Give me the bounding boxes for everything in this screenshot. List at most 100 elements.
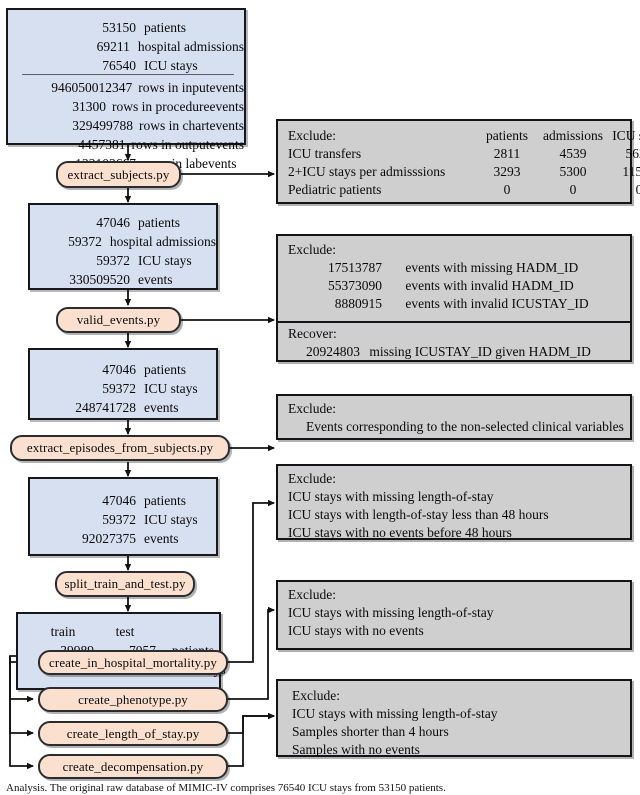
script-create-decompensation[interactable]: create_decompensation.py — [38, 754, 228, 779]
note-title: Exclude: — [288, 587, 336, 602]
stat-value: 92027375 — [82, 531, 136, 546]
note-body: Exclude: ICU stays with missing length-o… — [288, 470, 549, 542]
stat-label: ICU stays — [138, 253, 192, 268]
script-label: create_length_of_stay.py — [66, 725, 200, 741]
note-row: 17513787 events with missing HADM_ID — [288, 259, 589, 277]
stat-label: rows in chartevents — [139, 118, 244, 133]
stat-row: 59372 hospital admissions — [30, 232, 216, 251]
script-label: extract_episodes_from_subjects.py — [26, 440, 214, 455]
column-header-admissions: admissions — [542, 128, 603, 143]
row-label: events with invalid HADM_ID — [405, 278, 574, 293]
script-extract-episodes[interactable]: extract_episodes_from_subjects.py — [10, 435, 230, 461]
script-label: valid_events.py — [76, 312, 161, 327]
stat-label: ICU stays — [144, 512, 198, 527]
table-header-row: train test — [32, 622, 264, 641]
note-title: Exclude: — [288, 128, 336, 143]
stat-value: 59372 — [102, 512, 136, 527]
stat-label: patients — [144, 20, 186, 35]
stat-label: hospital admissions — [109, 234, 216, 249]
script-label: create_decompensation.py — [62, 758, 204, 774]
note-recover-section: Recover: 20924803 missing ICUSTAY_ID giv… — [288, 325, 591, 361]
stat-label: ICU stays — [144, 58, 198, 73]
stat-value: 47046 — [96, 215, 130, 230]
note-row: ICU stays with missing length-of-stay — [288, 489, 494, 504]
stat-row: 59372 ICU stays — [30, 510, 216, 529]
stat-value: 330509520 — [69, 272, 130, 287]
stat-value: 4457381 — [78, 137, 126, 152]
cell-admissions: 4539 — [559, 146, 587, 161]
note-header-row: Exclude: patients admissions ICU stays — [288, 127, 640, 145]
note-title: Exclude: — [288, 471, 336, 486]
row-label: events with missing HADM_ID — [405, 260, 579, 275]
cell-icu-stays: 5627 — [625, 146, 640, 161]
stat-value: 31300 — [72, 99, 107, 114]
stat-row: 69211 hospital admissions — [8, 37, 244, 56]
script-label: create_in_hospital_mortality.py — [49, 654, 217, 670]
stat-label: ICU stays — [144, 381, 198, 396]
note-row: 8880915 events with invalid ICUSTAY_ID — [288, 295, 589, 313]
stat-row: 59372 ICU stays — [30, 379, 216, 398]
stat-value: 69211 — [96, 39, 130, 54]
stage2-stats: 47046 patients 59372 ICU stays 248741728… — [30, 360, 216, 417]
stat-value: 59372 — [96, 253, 130, 268]
raw-top-stats: 53150 patients 69211 hospital admissions… — [8, 18, 244, 75]
note-row: Samples shorter than 4 hours — [292, 724, 449, 739]
script-label: split_train_and_test.py — [64, 576, 186, 591]
note-row: Pediatric patients 0 0 0 — [288, 181, 640, 199]
script-extract-subjects[interactable]: extract_subjects.py — [56, 161, 181, 188]
cell-patients: 3293 — [493, 164, 521, 179]
note-row: ICU stays with no events — [288, 623, 424, 638]
row-value: 8880915 — [334, 296, 382, 311]
stat-label: events — [144, 400, 179, 415]
script-create-in-hospital-mortality[interactable]: create_in_hospital_mortality.py — [38, 650, 228, 675]
cell-patients: 2811 — [493, 146, 521, 161]
stat-row: 47046 patients — [30, 360, 216, 379]
note-exclude-section: Exclude: 17513787 events with missing HA… — [288, 241, 589, 313]
column-header-patients: patients — [486, 128, 528, 143]
row-label: Pediatric patients — [288, 182, 382, 197]
note-divider — [278, 321, 630, 323]
note-row: ICU stays with missing length-of-stay — [288, 605, 494, 620]
cell-icu-stays: 11541 — [622, 164, 640, 179]
note-row: 2+ICU stays per admisssions 3293 5300 11… — [288, 163, 640, 181]
stat-row: 92027375 events — [30, 529, 216, 548]
row-label: missing ICUSTAY_ID given HADM_ID — [369, 344, 591, 359]
stat-row: 4457381 rows in outputevents — [8, 135, 244, 154]
script-create-phenotype[interactable]: create_phenotype.py — [38, 687, 228, 712]
raw-database-stats-box: 53150 patients 69211 hospital admissions… — [6, 8, 246, 171]
row-value: 20924803 — [306, 344, 360, 359]
note-title: Recover: — [288, 326, 337, 341]
stat-row: 53150 patients — [8, 18, 244, 37]
column-header-icu-stays: ICU stays — [612, 128, 640, 143]
stat-value: 47046 — [102, 362, 136, 377]
note-row: Samples with no events — [292, 742, 420, 757]
note-row: 55373090 events with invalid HADM_ID — [288, 277, 589, 295]
stat-row: 330509520 events — [30, 270, 216, 289]
note-row: 20924803 missing ICUSTAY_ID given HADM_I… — [288, 343, 591, 361]
row-value: 55373090 — [328, 278, 382, 293]
stat-label: events — [144, 531, 179, 546]
stat-label: hospital admissions — [137, 39, 244, 54]
note-title: Exclude: — [288, 242, 336, 257]
figure-caption: Analysis. The original raw database of M… — [6, 782, 446, 794]
stat-label: patients — [144, 362, 186, 377]
note-title: Exclude: — [292, 688, 340, 703]
note-body: Exclude: ICU stays with missing length-o… — [292, 687, 498, 759]
row-label: ICU transfers — [288, 146, 362, 161]
stat-value: 76540 — [102, 58, 136, 73]
script-split-train-and-test[interactable]: split_train_and_test.py — [55, 571, 195, 597]
stat-value: 59372 — [68, 234, 102, 249]
script-valid-events[interactable]: valid_events.py — [56, 307, 181, 333]
cell-admissions: 0 — [569, 182, 577, 197]
stat-row: 248741728 events — [30, 398, 216, 417]
note-row: Events corresponding to the non-selected… — [306, 419, 624, 434]
note-row: ICU transfers 2811 4539 5627 — [288, 145, 640, 163]
stat-row: 329499788 rows in chartevents — [8, 116, 244, 135]
cell-patients: 0 — [503, 182, 511, 197]
stat-row: 946050012347 rows in inputevents — [8, 78, 244, 97]
raw-bottom-stats: 946050012347 rows in inputevents 31300 r… — [8, 78, 244, 173]
stat-value: 59372 — [102, 381, 136, 396]
script-create-length-of-stay[interactable]: create_length_of_stay.py — [38, 721, 228, 746]
stat-label: patients — [144, 493, 186, 508]
